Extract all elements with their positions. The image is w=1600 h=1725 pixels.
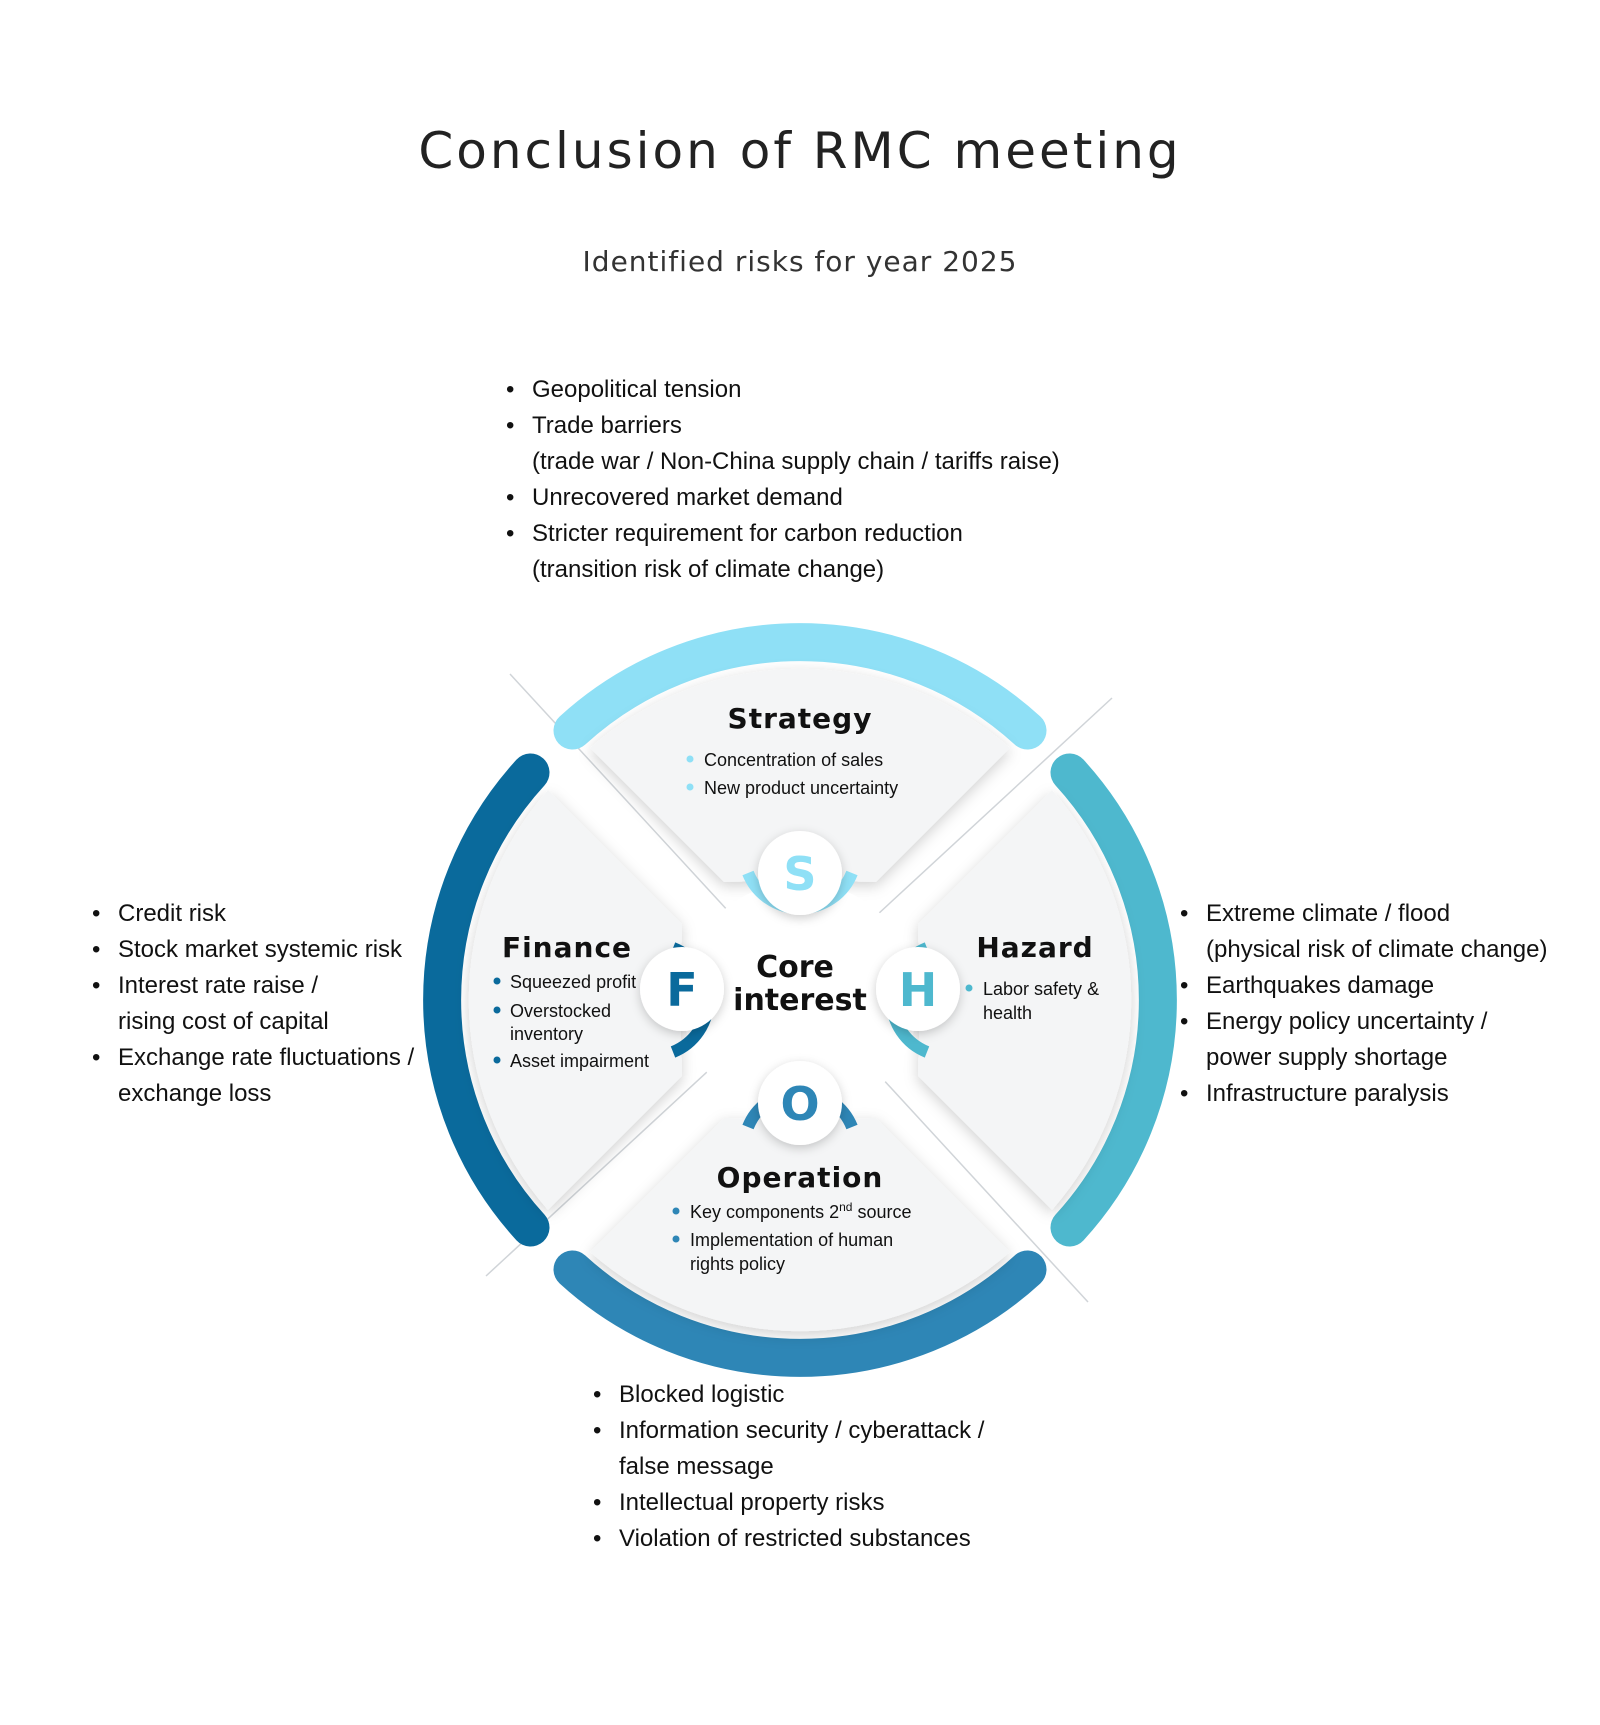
operation-title: Operation	[717, 1161, 884, 1194]
list-item: Exchange rate fluctuations /exchange los…	[88, 1040, 468, 1112]
operation-item: rights policy	[690, 1254, 785, 1274]
operation-badge	[758, 1061, 842, 1145]
list-item: Intellectual property risks	[589, 1485, 1049, 1521]
strategy-letter: S	[783, 847, 816, 901]
list-item: Stricter requirement for carbon reductio…	[502, 516, 1142, 588]
finance-panel	[468, 790, 682, 1210]
hazard-letter: H	[899, 963, 938, 1017]
operation-item-text: Key components 2	[690, 1202, 839, 1222]
hazard-item: Labor safety &	[983, 979, 1099, 999]
finance-letter: F	[666, 963, 697, 1017]
list-item: Extreme climate / flood(physical risk of…	[1176, 896, 1596, 968]
list-item: Stock market systemic risk	[88, 932, 468, 968]
bullet-dot	[493, 1056, 501, 1064]
strategy-risk-list: Geopolitical tension Trade barriers(trad…	[502, 372, 1142, 588]
bullet-dot	[493, 1006, 501, 1014]
hazard-arc	[1050, 753, 1177, 1247]
list-item: Interest rate raise /rising cost of capi…	[88, 968, 468, 1040]
bullet-dot	[672, 1235, 680, 1243]
strategy-panel	[590, 668, 1010, 882]
list-item: Unrecovered market demand	[502, 480, 1142, 516]
list-item: Blocked logistic	[589, 1377, 1049, 1413]
list-item: Information security / cyberattack /fals…	[589, 1413, 1049, 1485]
hazard-title: Hazard	[976, 931, 1093, 964]
finance-item: Overstocked	[510, 1001, 611, 1021]
bullet-dot	[965, 984, 973, 992]
list-item: Infrastructure paralysis	[1176, 1076, 1596, 1112]
list-item: Violation of restricted substances	[589, 1521, 1049, 1557]
list-item: Trade barriers(trade war / Non-China sup…	[502, 408, 1142, 480]
page-title: Conclusion of RMC meeting	[418, 122, 1182, 180]
bullet-dot	[672, 1207, 680, 1215]
bullet-dot	[686, 783, 694, 791]
finance-arc	[423, 753, 550, 1247]
finance-item: Asset impairment	[510, 1051, 649, 1071]
bullet-dot	[686, 755, 694, 763]
bullet-dot	[493, 977, 501, 985]
strategy-item: New product uncertainty	[704, 778, 898, 798]
finance-item: inventory	[510, 1024, 583, 1044]
operation-risk-list: Blocked logistic Information security / …	[589, 1377, 1049, 1557]
core-label-line1: Core	[756, 950, 834, 985]
operation-item-text: source	[852, 1202, 911, 1222]
page-subtitle: Identified risks for year 2025	[582, 245, 1018, 278]
finance-item: Squeezed profit	[510, 972, 636, 992]
strategy-badge	[758, 831, 842, 915]
hazard-item: health	[983, 1003, 1032, 1023]
core-background	[682, 882, 918, 1118]
list-item: Earthquakes damage	[1176, 968, 1596, 1004]
operation-letter: O	[780, 1077, 819, 1131]
finance-badge	[640, 947, 724, 1031]
superscript-nd: nd	[839, 1200, 852, 1214]
list-item: Credit risk	[88, 896, 468, 932]
operation-item: Key components 2nd source	[690, 1200, 911, 1222]
list-item: Energy policy uncertainty /power supply …	[1176, 1004, 1596, 1076]
list-item: Geopolitical tension	[502, 372, 1142, 408]
operation-arc	[553, 1250, 1047, 1377]
hazard-risk-list: Extreme climate / flood(physical risk of…	[1176, 896, 1596, 1112]
strategy-title: Strategy	[728, 702, 873, 735]
finance-risk-list: Credit risk Stock market systemic risk I…	[88, 896, 468, 1112]
core-label-line2: interest	[733, 983, 867, 1018]
strategy-item: Concentration of sales	[704, 750, 883, 770]
strategy-arc	[553, 623, 1047, 750]
operation-panel	[590, 1118, 1010, 1332]
operation-item: Implementation of human	[690, 1230, 893, 1250]
finance-title: Finance	[502, 931, 632, 964]
hazard-badge	[876, 947, 960, 1031]
hazard-panel	[918, 790, 1132, 1210]
